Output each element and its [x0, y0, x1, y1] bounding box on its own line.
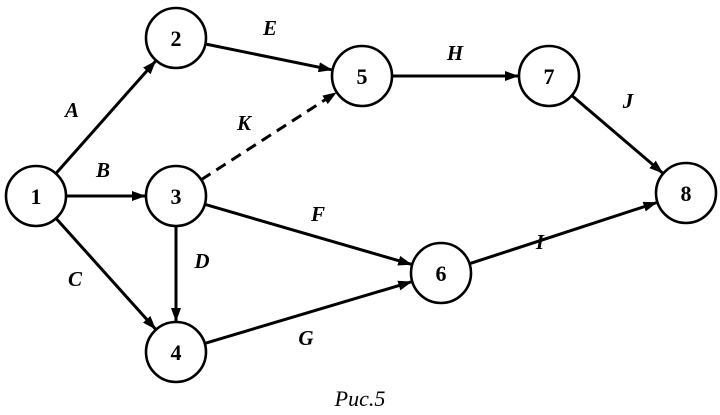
edge-1-4	[54, 217, 157, 330]
node-label-1: 1	[31, 184, 42, 209]
edge-7-8	[570, 94, 664, 175]
node-circle-1	[4, 164, 68, 228]
edge-2-5	[205, 42, 333, 73]
edge-label-d: D	[193, 249, 209, 273]
node-circle-4	[144, 320, 208, 384]
node-circle-3	[144, 164, 208, 228]
edge-4-6	[204, 280, 413, 345]
edge-label-a: A	[63, 98, 79, 122]
node-8: 8	[654, 161, 718, 225]
node-7: 7	[517, 44, 581, 108]
node-label-6: 6	[436, 261, 447, 286]
node-circle-7	[517, 44, 581, 108]
edge-label-e: E	[262, 16, 277, 40]
node-circle-5	[330, 44, 394, 108]
node-label-5: 5	[357, 64, 368, 89]
node-3: 3	[144, 164, 208, 228]
node-4: 4	[144, 320, 208, 384]
edge-label-c: C	[68, 267, 83, 291]
edge-label-f: F	[310, 202, 325, 226]
node-label-8: 8	[681, 181, 692, 206]
edge-label-k: K	[236, 111, 253, 135]
node-label-2: 2	[171, 26, 182, 51]
edge-1-2	[54, 60, 157, 175]
edge-label-h: H	[446, 41, 464, 65]
node-label-7: 7	[544, 64, 555, 89]
edge-label-g: G	[298, 326, 313, 350]
node-circle-6	[409, 241, 473, 305]
nodes-layer: 1 2 3 4 5 6 7 8	[4, 6, 718, 384]
edge-3-6	[204, 202, 413, 266]
node-circle-2	[144, 6, 208, 70]
edge-6-8	[469, 201, 658, 266]
node-2: 2	[144, 6, 208, 70]
edges-layer: A B C E K D F G H I J	[54, 16, 664, 350]
edge-label-i: I	[535, 230, 545, 254]
node-label-3: 3	[171, 184, 182, 209]
node-circle-8	[654, 161, 718, 225]
edge-3-5-dashed	[200, 91, 337, 181]
figure-caption: Рис.5	[334, 386, 386, 411]
edge-label-b: B	[95, 158, 110, 182]
node-label-4: 4	[171, 340, 182, 365]
edge-label-j: J	[622, 89, 635, 113]
node-6: 6	[409, 241, 473, 305]
node-5: 5	[330, 44, 394, 108]
node-1: 1	[4, 164, 68, 228]
